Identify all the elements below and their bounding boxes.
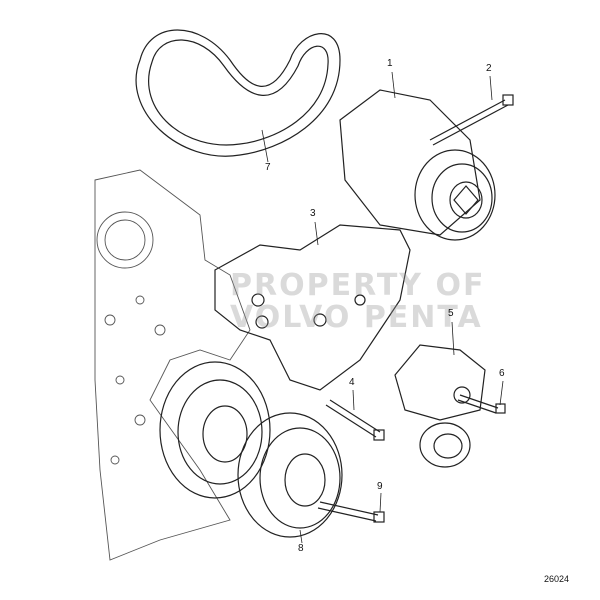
drive-belt — [135, 29, 341, 157]
leader-lines — [261, 71, 504, 544]
reference-number: 26024 — [544, 574, 570, 584]
callout-5: 5 — [448, 308, 454, 319]
callout-7: 7 — [265, 162, 271, 173]
callout-8: 8 — [298, 543, 304, 554]
bolt-4 — [325, 399, 385, 441]
callout-9: 9 — [377, 481, 383, 492]
watermark-line-2: VOLVO PENTA — [230, 300, 483, 335]
bolt-2 — [429, 94, 514, 146]
watermark-line-1: PROPERTY OF — [230, 268, 486, 303]
compressor — [339, 89, 496, 241]
callout-1: 1 — [387, 58, 393, 69]
callout-3: 3 — [310, 208, 316, 219]
belt-tensioner — [394, 344, 486, 468]
callout-4: 4 — [349, 377, 355, 388]
callout-2: 2 — [486, 63, 492, 74]
crank-pulley — [159, 361, 271, 499]
engine-block — [94, 169, 251, 561]
pulley — [237, 412, 343, 538]
callout-6: 6 — [499, 368, 505, 379]
bracket — [214, 224, 411, 391]
bolt-9 — [317, 501, 385, 523]
